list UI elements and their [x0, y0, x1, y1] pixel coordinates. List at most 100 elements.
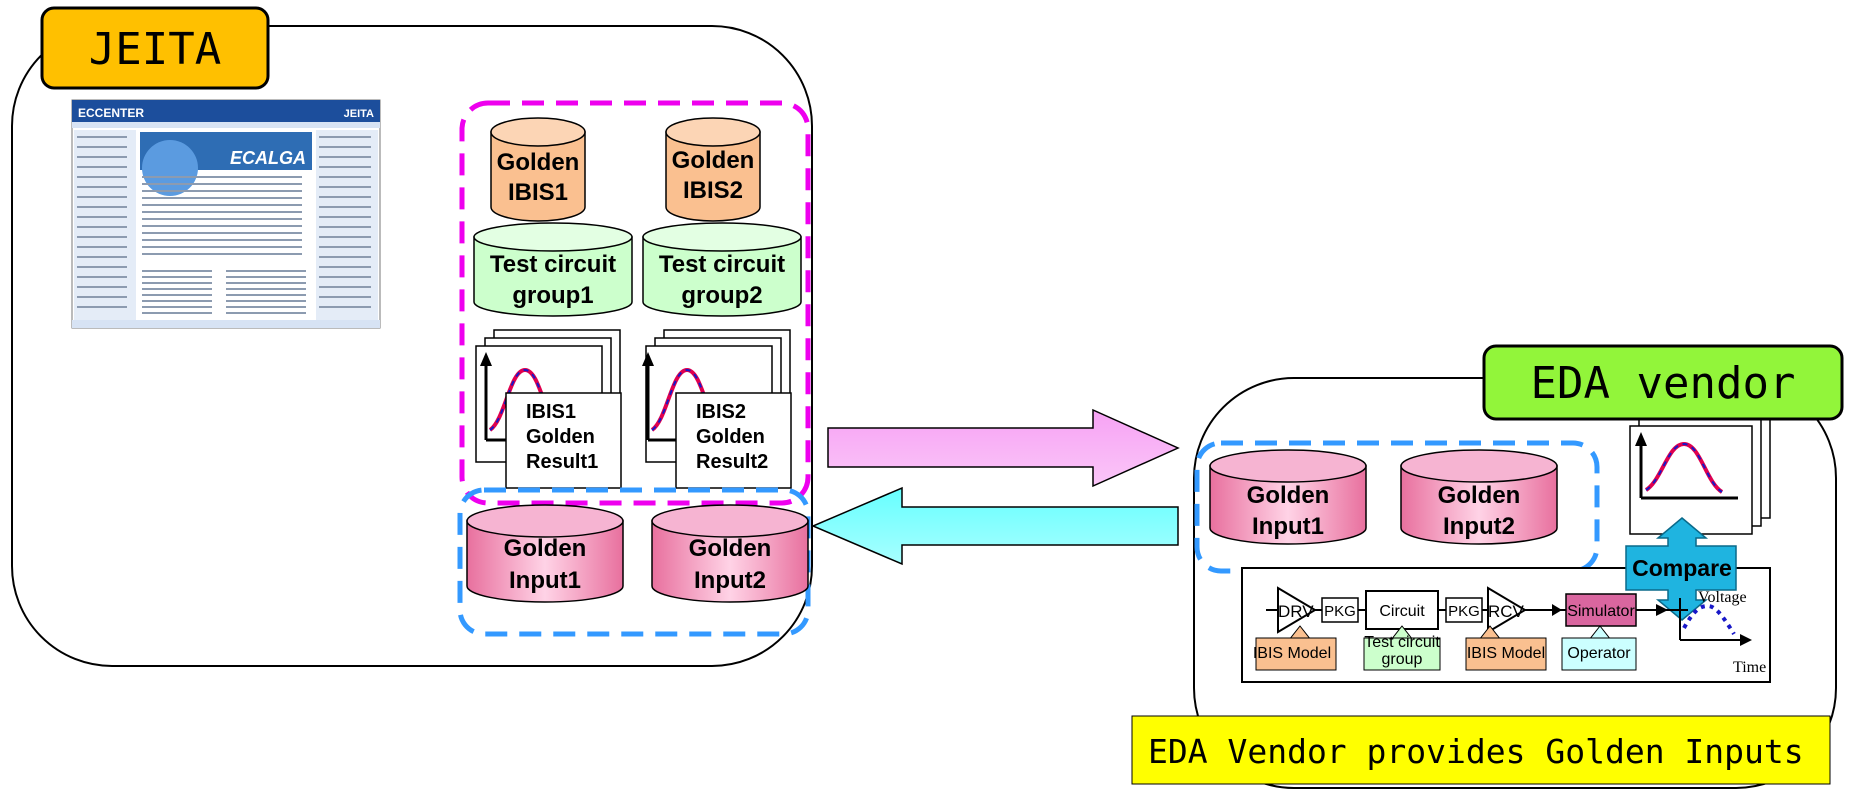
simulator-block: Simulator — [1565, 593, 1637, 627]
screenshot-text-line — [226, 282, 306, 284]
jeita-input1-line1: Golden — [504, 535, 587, 562]
screenshot-text-line — [142, 204, 302, 206]
circuit-block: Circuit — [1365, 590, 1439, 630]
operator-block: Operator — [1561, 637, 1637, 671]
screenshot-text-line — [319, 296, 371, 298]
screenshot-text-line — [226, 300, 306, 302]
simulation-circuit: DRV PKG Circuit PKG RCV Simulator — [1253, 586, 1766, 676]
screenshot-text-line — [142, 225, 302, 227]
circuit-label: Circuit — [1379, 603, 1425, 620]
pkg2-label: PKG — [1448, 603, 1480, 620]
screenshot-text-line — [319, 266, 371, 268]
test-circuit-group-line2: group — [1382, 651, 1423, 668]
operator-label: Operator — [1567, 645, 1631, 662]
result2-line1: IBIS2 — [696, 401, 746, 423]
screenshot-text-line — [77, 156, 127, 158]
screenshot-text-line — [77, 216, 127, 218]
screenshot-text-line — [142, 232, 302, 234]
test-circuit-group-line1: Test circuit — [1364, 634, 1440, 651]
jeita-label-box: JEITA — [40, 6, 270, 90]
screenshot-text-line — [142, 300, 212, 302]
screenshot-text-line — [319, 246, 371, 248]
jeita-golden-input2-cylinder: Golden Input2 — [651, 504, 809, 603]
golden-ibis1-line1: Golden — [497, 149, 580, 176]
pkg2-block: PKG — [1445, 597, 1483, 623]
screenshot-text-line — [319, 146, 371, 148]
ec-center-logo: ECCENTER — [78, 106, 144, 120]
pkg1-label: PKG — [1324, 603, 1356, 620]
screenshot-text-line — [142, 176, 302, 178]
eda-golden-input2-cylinder: Golden Input2 — [1400, 449, 1558, 545]
screenshot-text-line — [319, 156, 371, 158]
screenshot-text-line — [142, 253, 302, 255]
screenshot-text-line — [142, 197, 302, 199]
output-waveform-plot: Voltage Time — [1679, 589, 1766, 676]
screenshot-text-line — [319, 166, 371, 168]
result2-line3: Result2 — [696, 451, 768, 473]
screenshot-text-line — [226, 270, 306, 272]
eda-input2-line2: Input2 — [1443, 513, 1515, 540]
screenshot-text-line — [77, 166, 127, 168]
simulator-label: Simulator — [1567, 603, 1635, 620]
test-circuit-group2-cylinder: Test circuit group2 — [642, 222, 802, 317]
eda-vendor-label-box: EDA vendor — [1482, 344, 1844, 421]
waveform-plot-icon — [1635, 432, 1738, 500]
screenshot-text-line — [77, 296, 127, 298]
ibis-model-2-label: IBIS Model — [1467, 645, 1545, 662]
screenshot-text-line — [226, 306, 306, 308]
time-axis-label: Time — [1733, 659, 1766, 676]
screenshot-text-line — [319, 256, 371, 258]
pkg1-block: PKG — [1321, 597, 1359, 623]
golden-set-transfer-arrow — [827, 408, 1180, 488]
screenshot-text-line — [142, 276, 212, 278]
test-circuit-group-block: Test circuit group — [1363, 634, 1441, 671]
receiver-buffer: RCV — [1487, 586, 1527, 634]
golden-input-return-arrow — [811, 486, 1179, 566]
screenshot-text-line — [142, 239, 302, 241]
screenshot-text-line — [142, 294, 212, 296]
screenshot-text-line — [142, 282, 212, 284]
driver-buffer: DRV — [1277, 586, 1317, 634]
jeita-brand-logo: JEITA — [344, 108, 374, 120]
jeita-golden-input1-cylinder: Golden Input1 — [466, 504, 624, 603]
jeita-website-screenshot: ECCENTER JEITA ECALGA — [71, 99, 381, 329]
ibis-model-1-block: IBIS Model — [1253, 637, 1337, 671]
screenshot-text-line — [77, 236, 127, 238]
golden-ibis1-line2: IBIS1 — [508, 179, 568, 206]
screenshot-text-line — [319, 196, 371, 198]
screenshot-text-line — [142, 190, 302, 192]
screenshot-text-line — [319, 176, 371, 178]
eda-input1-line2: Input1 — [1252, 513, 1324, 540]
golden-ibis2-line1: Golden — [672, 147, 755, 174]
rcv-label: RCV — [1488, 602, 1525, 621]
screenshot-text-line — [319, 136, 371, 138]
test-circuit-group2-line1: Test circuit — [659, 251, 785, 278]
test-circuit-group1-cylinder: Test circuit group1 — [473, 222, 633, 317]
test-circuit-group1-line2: group1 — [512, 282, 593, 309]
screenshot-text-line — [77, 136, 127, 138]
screenshot-text-line — [142, 211, 302, 213]
screenshot-text-line — [319, 216, 371, 218]
golden-result2-stack: IBIS2 Golden Result2 — [642, 329, 792, 489]
eda-input1-line1: Golden — [1247, 482, 1330, 509]
ecalga-banner: ECALGA — [230, 148, 306, 168]
screenshot-text-line — [77, 286, 127, 288]
result1-line3: Result1 — [526, 451, 598, 473]
screenshot-text-line — [77, 256, 127, 258]
jeita-input1-line2: Input1 — [509, 567, 581, 594]
drv-label: DRV — [1278, 602, 1314, 621]
screenshot-text-line — [319, 186, 371, 188]
screenshot-text-line — [77, 246, 127, 248]
jeita-label: JEITA — [89, 24, 221, 75]
screenshot-text-line — [142, 288, 212, 290]
result1-line1: IBIS1 — [526, 401, 576, 423]
eda-input2-line1: Golden — [1438, 482, 1521, 509]
screenshot-text-line — [77, 206, 127, 208]
screenshot-text-line — [142, 218, 302, 220]
golden-result1-stack: IBIS1 Golden Result1 — [475, 329, 622, 489]
compare-label: Compare — [1632, 555, 1732, 581]
screenshot-text-line — [77, 196, 127, 198]
screenshot-text-line — [226, 276, 306, 278]
result2-line2: Golden — [696, 426, 765, 448]
